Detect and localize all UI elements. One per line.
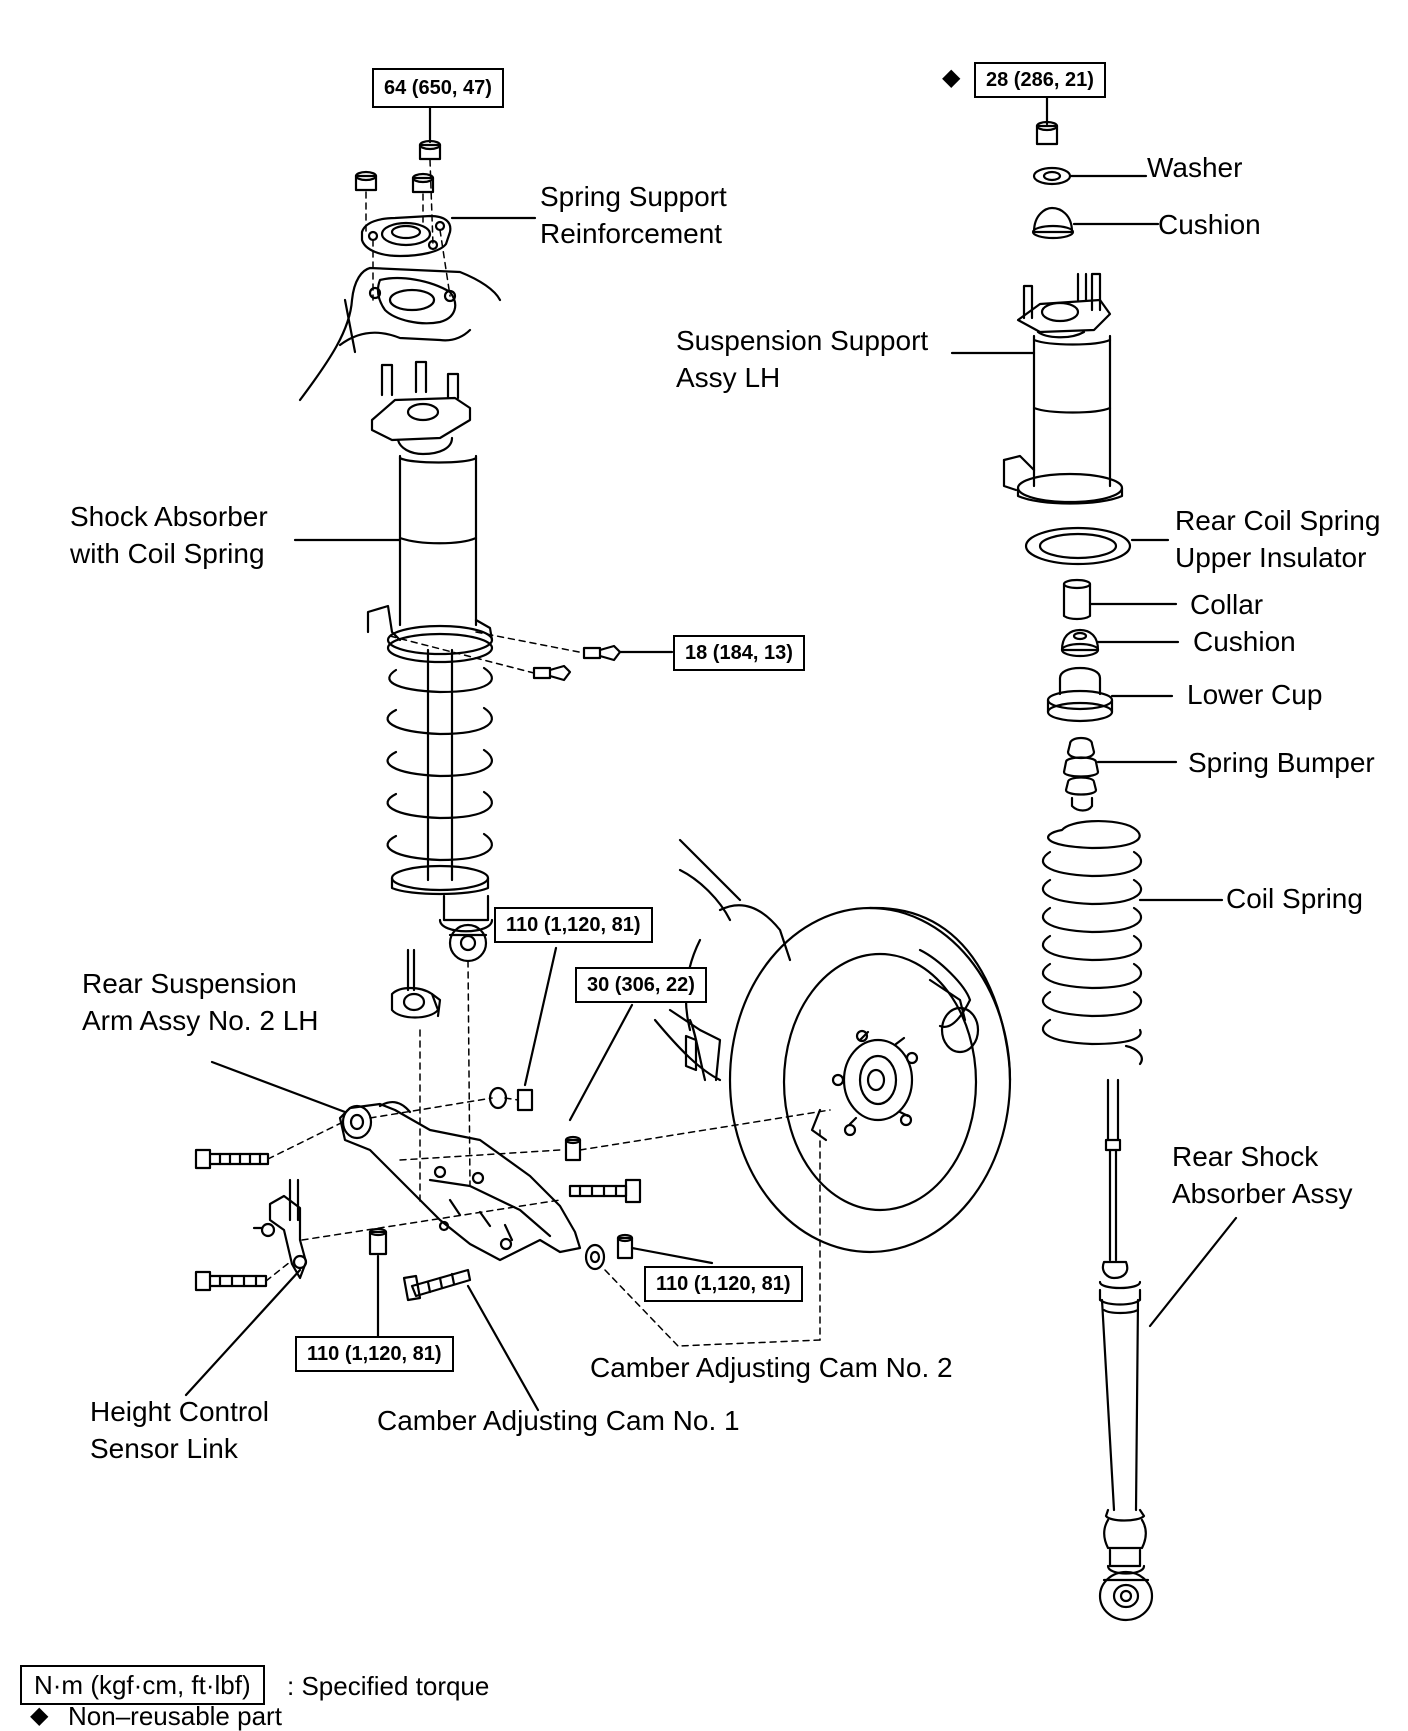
label-collar: Collar xyxy=(1190,589,1264,620)
legend-non-reusable-desc: Non–reusable part xyxy=(68,1701,282,1731)
torque-bracket-bolts: 18 (184, 13) xyxy=(673,635,805,671)
leader-torque-30 xyxy=(568,1003,634,1122)
lower-cup xyxy=(1046,666,1174,723)
label-spring-support-reinforcement: Spring Support Reinforcement xyxy=(540,181,727,249)
label-rear-suspension-arm: Rear Suspension Arm Assy No. 2 LH xyxy=(82,968,319,1036)
label-coil-spring: Coil Spring xyxy=(1226,883,1363,914)
washer xyxy=(1032,166,1148,186)
cushion-top xyxy=(1031,206,1160,240)
label-suspension-support: Suspension Support Assy LH xyxy=(676,325,929,393)
upper-insulator xyxy=(1024,526,1170,566)
leader-torque-110-upper xyxy=(523,946,558,1087)
torque-arm-nut: 30 (306, 22) xyxy=(575,967,707,1003)
leader-camber-cam-1 xyxy=(466,1284,540,1412)
collar xyxy=(1062,578,1178,621)
label-height-control-sensor-link: Height Control Sensor Link xyxy=(90,1396,269,1464)
label-cushion-top: Cushion xyxy=(1158,209,1261,240)
arm-bolts xyxy=(194,1148,642,1302)
torque-arm-inner-nut: 110 (1,120, 81) xyxy=(295,1336,454,1372)
arm-dashed-guides xyxy=(265,960,831,1347)
spring-support-reinforcement xyxy=(360,214,452,258)
label-shock-absorber-with-coil-spring: Shock Absorber with Coil Spring xyxy=(70,501,268,569)
torque-top-nut: 28 (286, 21) xyxy=(974,62,1106,98)
label-cushion-mid: Cushion xyxy=(1193,626,1296,657)
suspension-support-assy xyxy=(1002,272,1124,505)
top-nut xyxy=(1035,120,1059,146)
coil-spring xyxy=(1041,819,1224,1066)
rear-suspension-arm xyxy=(338,1100,582,1262)
bracket-dashed-guides xyxy=(389,631,585,674)
axle-carrier-and-disc xyxy=(653,838,1012,1254)
reinforcement-nuts xyxy=(354,139,442,194)
label-camber-cam-2: Camber Adjusting Cam No. 2 xyxy=(590,1352,953,1383)
leader-rear-suspension-arm xyxy=(210,1060,347,1114)
torque-shock-lower: 110 (1,120, 81) xyxy=(494,907,653,943)
leader-height-control xyxy=(184,1268,302,1397)
label-rear-coil-spring-upper-insulator: Rear Coil Spring Upper Insulator xyxy=(1175,505,1381,573)
reinforcement-dashed-guides xyxy=(365,159,451,301)
body-panel xyxy=(298,266,502,402)
label-spring-bumper: Spring Bumper xyxy=(1188,747,1375,778)
spring-bumper xyxy=(1062,736,1178,812)
rear-shock-absorber-assy xyxy=(1098,1078,1154,1622)
leader-rear-shock xyxy=(1148,1216,1238,1328)
label-camber-cam-1: Camber Adjusting Cam No. 1 xyxy=(377,1405,740,1436)
leader-torque-110-right xyxy=(630,1246,714,1265)
legend-torque-desc: : Specified torque xyxy=(287,1671,490,1701)
arm-nuts-and-cams xyxy=(368,1086,634,1271)
label-lower-cup: Lower Cup xyxy=(1187,679,1323,710)
label-rear-shock-absorber: Rear Shock Absorber Assy xyxy=(1172,1141,1353,1209)
cushion-mid xyxy=(1060,628,1180,658)
legend-diamond-icon: ◆ xyxy=(30,1702,49,1729)
legend-torque-box: N·m (kgf·cm, ft·lbf) xyxy=(20,1665,265,1705)
height-control-sensor-link xyxy=(252,1178,308,1280)
shock-absorber-with-coil-spring xyxy=(366,360,494,963)
stabilizer-link-bushing xyxy=(390,948,442,1019)
non-reusable-diamond: ◆ xyxy=(942,64,961,91)
torque-spring-support-nuts: 64 (650, 47) xyxy=(372,68,504,108)
torque-arm-outer-nut: 110 (1,120, 81) xyxy=(644,1266,803,1302)
label-washer: Washer xyxy=(1147,152,1243,183)
